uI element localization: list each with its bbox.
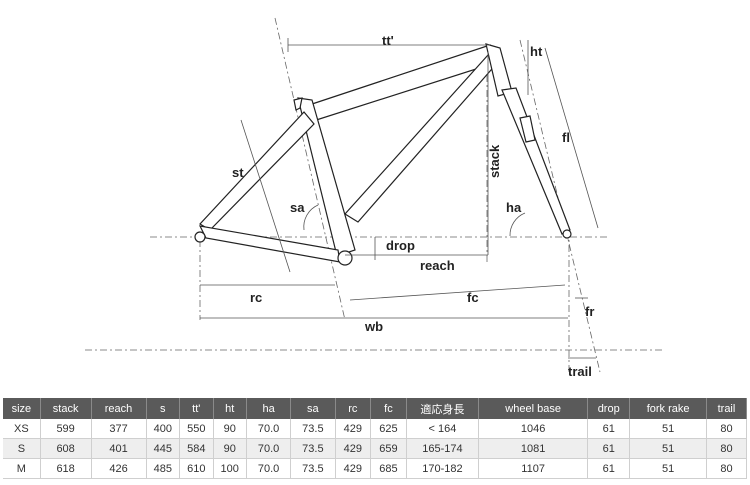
table-cell: 608	[40, 438, 92, 459]
table-header-cell: fork rake	[629, 398, 707, 419]
table-cell: 165-174	[406, 438, 480, 459]
table-header-cell: s	[146, 398, 181, 419]
table-cell: 170-182	[406, 458, 480, 479]
table-cell: XS	[3, 419, 41, 439]
table-header-cell: ht	[213, 398, 247, 419]
table-cell: 659	[370, 438, 407, 459]
table-cell: 1107	[478, 458, 589, 479]
table-cell: 70.0	[246, 458, 292, 479]
table-header-cell: ha	[246, 398, 292, 419]
table-cell: 61	[587, 458, 631, 479]
table-cell: 599	[40, 419, 92, 439]
table-cell: 51	[629, 419, 707, 439]
label-sa: sa	[290, 200, 305, 215]
table-header-cell: wheel base	[478, 398, 589, 419]
diagram-labels: tt' ht st sa stack fl ha drop reach rc f…	[232, 33, 594, 379]
label-fc: fc	[467, 290, 479, 305]
table-cell: 445	[146, 438, 181, 459]
table-cell: 73.5	[290, 438, 336, 459]
dimension-lines	[200, 38, 599, 359]
label-tt: tt'	[382, 33, 394, 48]
label-ha: ha	[506, 200, 522, 215]
label-wb: wb	[364, 319, 383, 334]
table-cell: 685	[370, 458, 407, 479]
table-cell: S	[3, 438, 41, 459]
table-cell: 625	[370, 419, 407, 439]
table-cell: 610	[179, 458, 214, 479]
table-cell: 429	[335, 438, 372, 459]
table-header-cell: rc	[335, 398, 372, 419]
label-fr: fr	[585, 304, 594, 319]
table-cell: M	[3, 458, 41, 479]
table-header-cell: size	[3, 398, 41, 419]
table-header-cell: stack	[40, 398, 92, 419]
table-cell: 485	[146, 458, 181, 479]
table-cell: 100	[213, 458, 247, 479]
table-cell: 584	[179, 438, 214, 459]
table-cell: 80	[706, 419, 748, 439]
table-cell: 51	[629, 458, 707, 479]
label-reach: reach	[420, 258, 455, 273]
label-drop: drop	[386, 238, 415, 253]
table-cell: 73.5	[290, 419, 336, 439]
bike-frame	[194, 43, 572, 266]
table-cell: 429	[335, 458, 372, 479]
table-header-cell: tt'	[179, 398, 214, 419]
table-cell: 61	[587, 438, 631, 459]
table-cell: 73.5	[290, 458, 336, 479]
table-cell: 400	[146, 419, 181, 439]
label-st: st	[232, 165, 244, 180]
table-header-cell: drop	[587, 398, 631, 419]
label-trail: trail	[568, 364, 592, 379]
table-cell: 51	[629, 438, 707, 459]
table-header-cell: reach	[91, 398, 147, 419]
table-header-cell: 適応身長	[406, 398, 480, 419]
label-rc: rc	[250, 290, 262, 305]
table-cell: 1081	[478, 438, 589, 459]
table-cell: 401	[91, 438, 147, 459]
table-cell: < 164	[406, 419, 480, 439]
table-cell: 90	[213, 419, 247, 439]
table-cell: 70.0	[246, 438, 292, 459]
table-cell: 61	[587, 419, 631, 439]
table-cell: 377	[91, 419, 147, 439]
table-header-cell: sa	[290, 398, 336, 419]
label-stack: stack	[487, 144, 502, 178]
table-cell: 90	[213, 438, 247, 459]
table-cell: 429	[335, 419, 372, 439]
table-header-cell: trail	[706, 398, 748, 419]
table-cell: 618	[40, 458, 92, 479]
geometry-diagram: tt' ht st sa stack fl ha drop reach rc f…	[85, 17, 665, 379]
table-cell: 1046	[478, 419, 589, 439]
table-cell: 426	[91, 458, 147, 479]
table-cell: 80	[706, 458, 748, 479]
table-header-cell: fc	[370, 398, 407, 419]
label-ht: ht	[530, 44, 543, 59]
label-fl: fl	[562, 130, 570, 145]
table-cell: 80	[706, 438, 748, 459]
table-cell: 70.0	[246, 419, 292, 439]
table-cell: 550	[179, 419, 214, 439]
